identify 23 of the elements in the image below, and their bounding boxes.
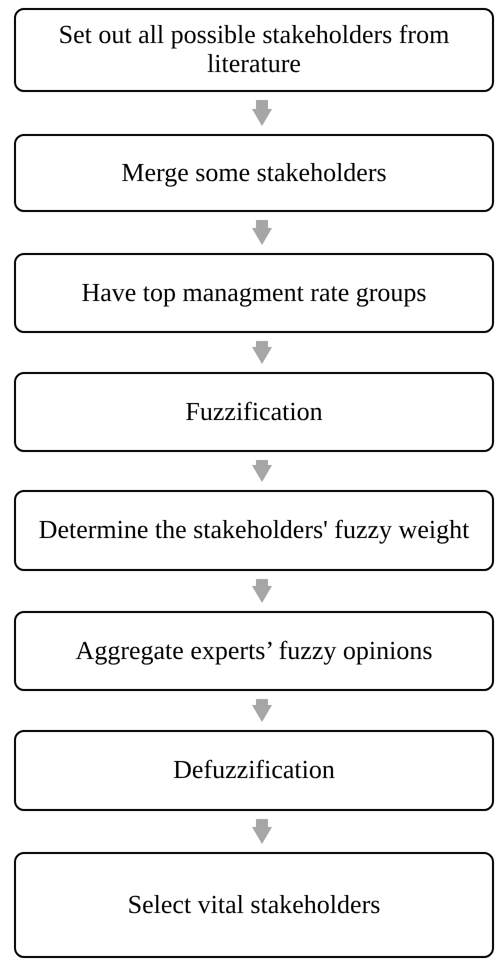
step-text: Select vital stakeholders — [128, 890, 380, 920]
process-box — [14, 852, 494, 958]
arrow — [252, 699, 272, 722]
process-box — [14, 730, 494, 811]
step-text: Defuzzification — [173, 756, 335, 785]
step-text: Fuzzification — [185, 398, 323, 426]
arrow — [252, 819, 272, 844]
step-text: Have top managment rate groups — [81, 278, 427, 308]
arrow — [252, 341, 272, 364]
arrow — [252, 100, 272, 126]
process-box — [14, 611, 494, 691]
arrow — [252, 579, 272, 603]
process-box — [14, 253, 494, 333]
arrow — [252, 220, 272, 245]
step-text: Merge some stakeholders — [121, 158, 387, 188]
process-box — [14, 134, 494, 212]
step-text: Aggregate experts’ fuzzy opinions — [76, 636, 432, 666]
arrow — [252, 460, 272, 482]
step-text: Set out all possible stakeholders from literature — [58, 21, 450, 79]
step-text: Determine the stakeholders' fuzzy weight — [38, 516, 470, 545]
process-box — [14, 490, 494, 571]
process-box — [14, 8, 494, 92]
process-box — [14, 372, 494, 452]
